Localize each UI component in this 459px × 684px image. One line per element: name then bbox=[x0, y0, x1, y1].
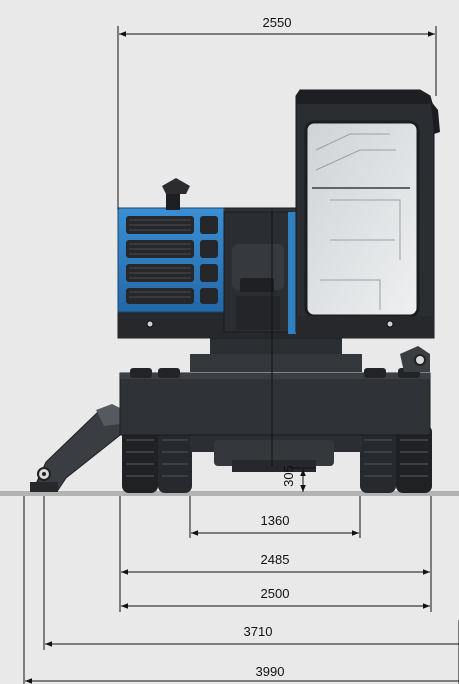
slewing-ring bbox=[190, 338, 362, 372]
center-front-panel bbox=[223, 211, 293, 333]
dim-3710-label: 3710 bbox=[244, 624, 273, 639]
dim-305-label: 305 bbox=[281, 465, 296, 487]
right-pivot-bracket bbox=[400, 346, 430, 372]
dim-2500-label: 2500 bbox=[261, 586, 290, 601]
dim-3990-label: 3990 bbox=[256, 664, 285, 679]
axle bbox=[190, 430, 362, 472]
ground-line bbox=[0, 491, 459, 496]
exhaust-stack bbox=[162, 178, 190, 210]
excavator-illustration bbox=[30, 89, 440, 493]
operator-cab bbox=[295, 89, 440, 334]
dim-2550-label: 2550 bbox=[263, 15, 292, 30]
right-wheels bbox=[360, 425, 432, 493]
outrigger-stabilizer bbox=[30, 404, 125, 492]
dimension-lines bbox=[23, 26, 459, 684]
engine-cover-panel bbox=[117, 207, 225, 313]
dim-2485-label: 2485 bbox=[261, 552, 290, 567]
undercarriage-frame bbox=[119, 372, 431, 436]
left-wheels bbox=[122, 425, 192, 493]
dim-1360-label: 1360 bbox=[261, 513, 290, 528]
